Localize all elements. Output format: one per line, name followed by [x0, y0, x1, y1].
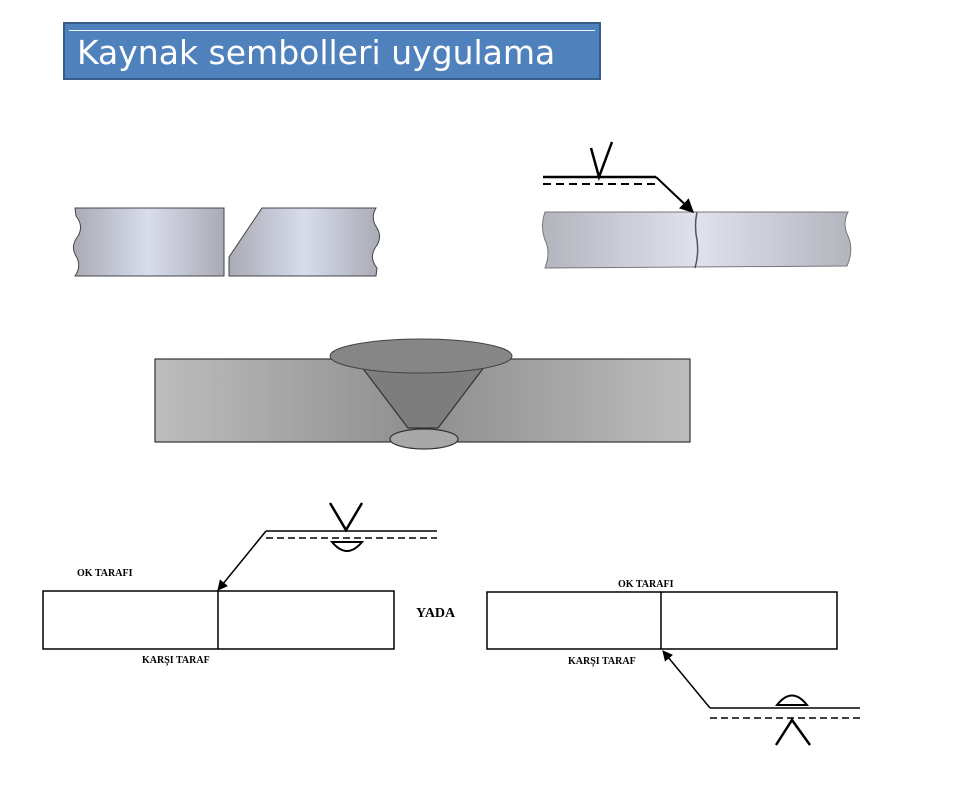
leader-arrow [655, 176, 695, 213]
plate-outline [486, 591, 838, 650]
leader-arrow [662, 650, 711, 709]
left-plate [72, 207, 225, 277]
arrow-side-label: OK TARAFI [77, 568, 133, 579]
unwelded-plates [72, 207, 381, 277]
arrow-side-label: OK TARAFI [618, 579, 674, 590]
backing-weld-symbol [329, 541, 365, 552]
v-groove-weld-symbol [589, 141, 614, 182]
other-side-label: KARŞI TARAF [568, 656, 636, 667]
leader-arrow [217, 530, 267, 591]
weld-cap [329, 338, 513, 374]
v-groove-weld-symbol [774, 717, 812, 746]
other-side-label: KARŞI TARAF [142, 655, 210, 666]
title-underline [69, 30, 595, 31]
title-banner: Kaynak sembolleri uygulama [63, 22, 601, 80]
other-side-example: OK TARAFI KARŞI TARAF [486, 579, 860, 746]
joint-line [694, 211, 699, 269]
backing-weld-symbol [774, 694, 810, 706]
arrow-side-example: OK TARAFI KARŞI TARAF [42, 502, 437, 666]
weld-root [389, 428, 459, 450]
chamfered-plate [228, 207, 381, 277]
page-title: Kaynak sembolleri uygulama [77, 33, 556, 72]
weld-cross-section [154, 338, 691, 450]
or-label: YADA [416, 606, 456, 621]
joined-plates [542, 141, 852, 269]
v-groove-weld-symbol [328, 502, 364, 533]
